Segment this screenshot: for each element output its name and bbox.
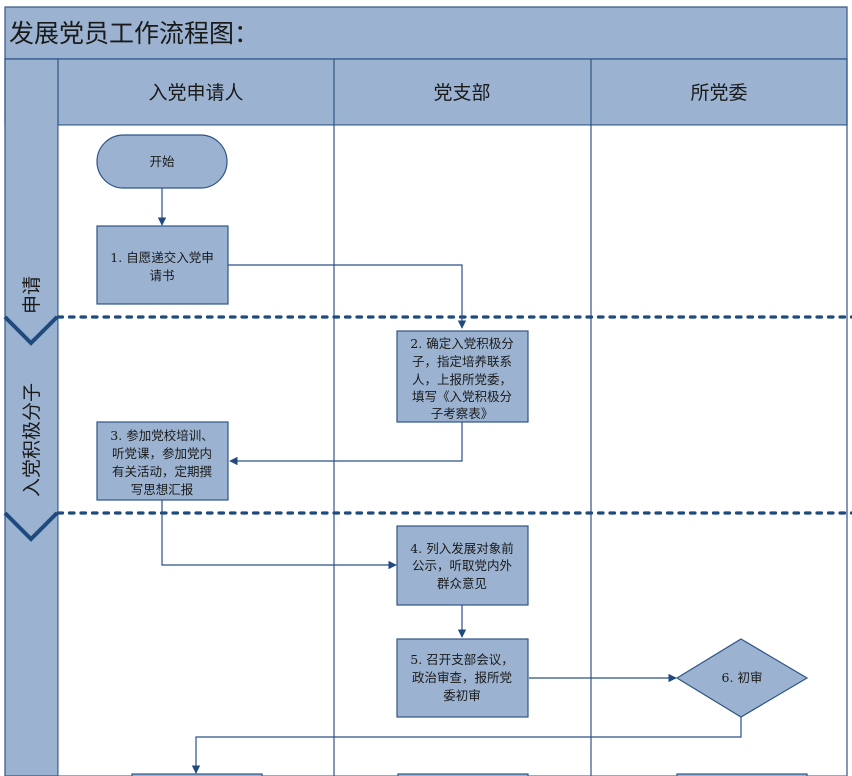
node-step5[interactable]: 5. 召开支部会议， 政治审查，报所党 委初审 [396,638,529,718]
node-step2-line-3: 人，上报所党委， [412,372,512,387]
diagram-title: 发展党员工作流程图： [9,19,259,48]
node-step4[interactable]: 4. 列入发展对象前 公示，听取党内外 群众意见 [396,525,529,606]
connector-step2-step3 [229,422,463,466]
phase-chevron-2 [3,511,59,542]
phase-label-activist: 入党积极分子 [21,383,43,497]
node-step3-line-1: 3. 参加党校培训、 [110,428,213,443]
node-step5-line-1: 5. 召开支部会议， [410,652,513,667]
node-step2-line-1: 2. 确定入党积极分 [410,336,513,351]
node-step4-line-1: 4. 列入发展对象前 [410,541,513,556]
node-step3-line-3: 有关活动，定期撰 [112,464,213,479]
lane-header-committee: 所党委 [690,82,747,104]
node-step6-decision[interactable]: 6. 初审 [675,638,809,718]
phase-chevron-1 [3,315,59,346]
node-next-applicant-partial[interactable] [131,773,263,776]
node-step2-line-4: 填写《入党积极分 [412,389,512,404]
node-next-branch-partial[interactable] [397,773,529,776]
node-step2-line-2: 子，指定培养联系 [412,354,512,369]
node-step2[interactable]: 2. 确定入党积极分 子，指定培养联系 人，上报所党委， 填写《入党积极分 子考… [396,330,529,423]
connector-step3-step4 [161,500,397,570]
node-step4-line-3: 群众意见 [437,576,487,591]
node-step2-line-5: 子考察表》 [431,406,494,421]
connector-step1-step2 [228,264,467,329]
node-step5-line-2: 政治审查，报所党 [412,670,512,685]
node-step1-line-1: 1. 自愿递交入党申 [110,250,213,265]
node-step3-line-4: 写思想汇报 [131,482,194,497]
node-step3[interactable]: 3. 参加党校培训、 听党课，参加党内 有关活动，定期撰 写思想汇报 [96,421,229,501]
node-step1-line-2: 请书 [149,268,174,283]
node-start-label: 开始 [149,154,175,169]
node-step4-line-2: 公示，听取党内外 [412,558,513,573]
node-start[interactable]: 开始 [96,134,228,189]
node-next-committee-partial[interactable] [676,773,808,776]
phase-label-apply: 申请 [21,276,43,314]
node-step3-line-2: 听党课，参加党内 [112,446,212,461]
connector-step6-next [191,717,742,774]
lane-header-branch: 党支部 [433,82,490,104]
node-step5-line-3: 委初审 [443,688,481,703]
title-bar [4,6,848,60]
node-step6-label: 6. 初审 [722,670,763,685]
node-step1[interactable]: 1. 自愿递交入党申 请书 [96,225,229,305]
phase-column [4,58,59,776]
lane-header-row [4,58,848,126]
lane-header-applicant: 入党申请人 [148,82,243,104]
